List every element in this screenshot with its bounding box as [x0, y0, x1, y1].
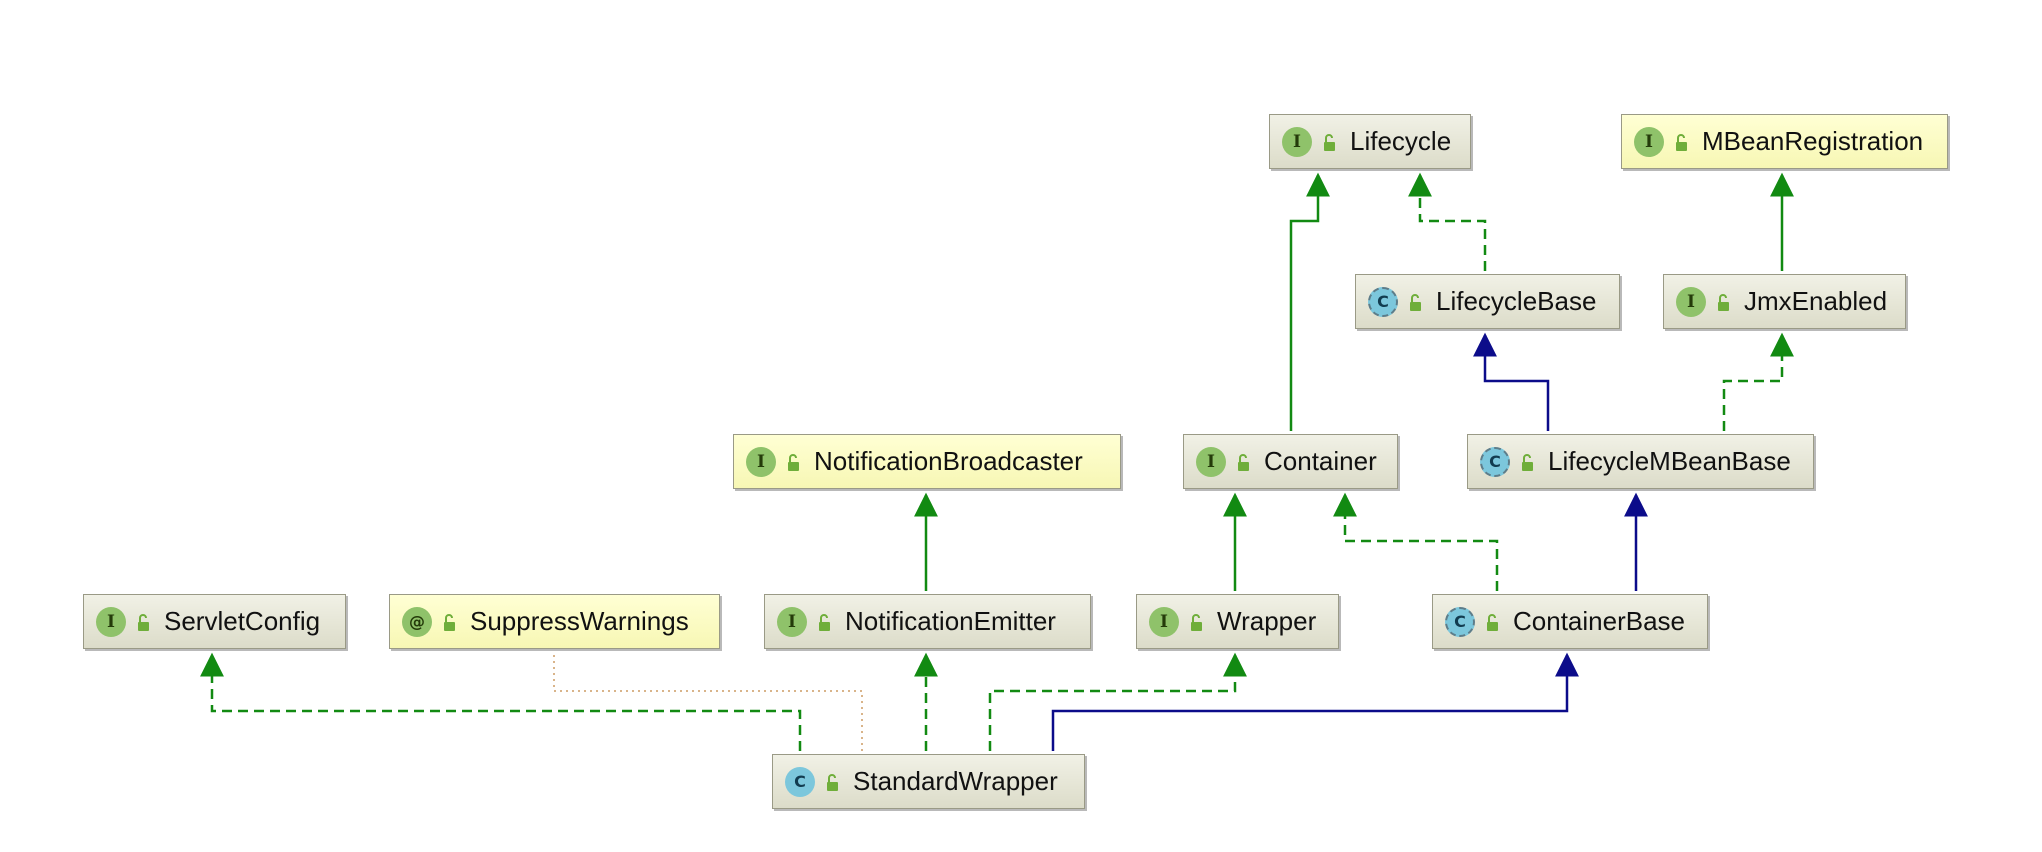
interface-icon: I — [1282, 126, 1312, 157]
node-notification-broadcaster[interactable]: I NotificationBroadcaster — [733, 434, 1121, 489]
edge-containerbase-implements-container — [1333, 492, 1499, 591]
node-label: ContainerBase — [1513, 606, 1685, 636]
unlock-icon — [1238, 453, 1249, 471]
unlock-icon — [1718, 293, 1729, 311]
class-icon: C — [785, 766, 815, 797]
unlock-icon — [827, 773, 838, 791]
node-label: Container — [1264, 446, 1377, 476]
node-label: LifecycleBase — [1436, 286, 1597, 316]
abstract-class-icon: C — [1368, 286, 1398, 317]
abstract-class-icon: C — [1480, 446, 1510, 477]
node-wrapper[interactable]: I Wrapper — [1136, 594, 1339, 649]
unlock-icon — [1522, 453, 1533, 471]
unlock-icon — [1410, 293, 1421, 311]
node-container-base[interactable]: C ContainerBase — [1432, 594, 1708, 649]
node-label: NotificationBroadcaster — [814, 446, 1083, 476]
interface-icon: I — [1676, 286, 1706, 317]
node-standard-wrapper[interactable]: C StandardWrapper — [772, 754, 1085, 809]
node-label: Wrapper — [1217, 606, 1317, 636]
unlock-icon — [1191, 613, 1202, 631]
interface-icon: I — [1634, 126, 1664, 157]
interface-icon: I — [1196, 446, 1226, 477]
unlock-icon — [1676, 133, 1687, 151]
node-mbean-registration[interactable]: I MBeanRegistration — [1621, 114, 1948, 169]
edge-lifecyclembeanbase-extends-lifecyclebase — [1473, 332, 1550, 431]
node-servlet-config[interactable]: I ServletConfig — [83, 594, 346, 649]
interface-icon: I — [96, 606, 126, 637]
node-suppress-warnings[interactable]: @ SuppressWarnings — [389, 594, 720, 649]
edge-container-extends-lifecycle — [1289, 172, 1330, 431]
node-label: LifecycleMBeanBase — [1548, 446, 1791, 476]
node-label: JmxEnabled — [1744, 286, 1888, 316]
unlock-icon — [138, 613, 149, 631]
node-label: Lifecycle — [1350, 126, 1452, 156]
unlock-icon — [1324, 133, 1335, 151]
node-label: ServletConfig — [164, 606, 321, 636]
node-label: SuppressWarnings — [470, 606, 689, 636]
edge-lifecyclembeanbase-implements-jmxenabled — [1722, 332, 1794, 431]
unlock-icon — [819, 613, 830, 631]
interface-icon: I — [746, 446, 776, 477]
node-container[interactable]: I Container — [1183, 434, 1398, 489]
interface-icon: I — [777, 606, 807, 637]
unlock-icon — [444, 613, 455, 631]
node-label: MBeanRegistration — [1702, 126, 1924, 156]
abstract-class-icon: C — [1445, 606, 1475, 637]
node-label: StandardWrapper — [853, 766, 1058, 796]
edge-standardwrapper-implements-wrapper — [988, 652, 1247, 751]
node-lifecycle-base[interactable]: C LifecycleBase — [1355, 274, 1620, 329]
unlock-icon — [1487, 613, 1498, 631]
node-notification-emitter[interactable]: I NotificationEmitter — [764, 594, 1091, 649]
edge-standardwrapper-annotated-suppresswarnings — [553, 651, 863, 751]
interface-icon: I — [1149, 606, 1179, 637]
edge-lifecyclebase-implements-lifecycle — [1408, 172, 1487, 271]
edge-standardwrapper-implements-servletconfig — [200, 652, 802, 751]
annotation-icon: @ — [402, 606, 432, 637]
node-jmx-enabled[interactable]: I JmxEnabled — [1663, 274, 1906, 329]
node-lifecycle-mbean-base[interactable]: C LifecycleMBeanBase — [1467, 434, 1814, 489]
unlock-icon — [788, 453, 799, 471]
node-lifecycle[interactable]: I Lifecycle — [1269, 114, 1471, 169]
edge-standardwrapper-extends-containerbase — [1051, 652, 1579, 751]
node-label: NotificationEmitter — [845, 606, 1056, 636]
